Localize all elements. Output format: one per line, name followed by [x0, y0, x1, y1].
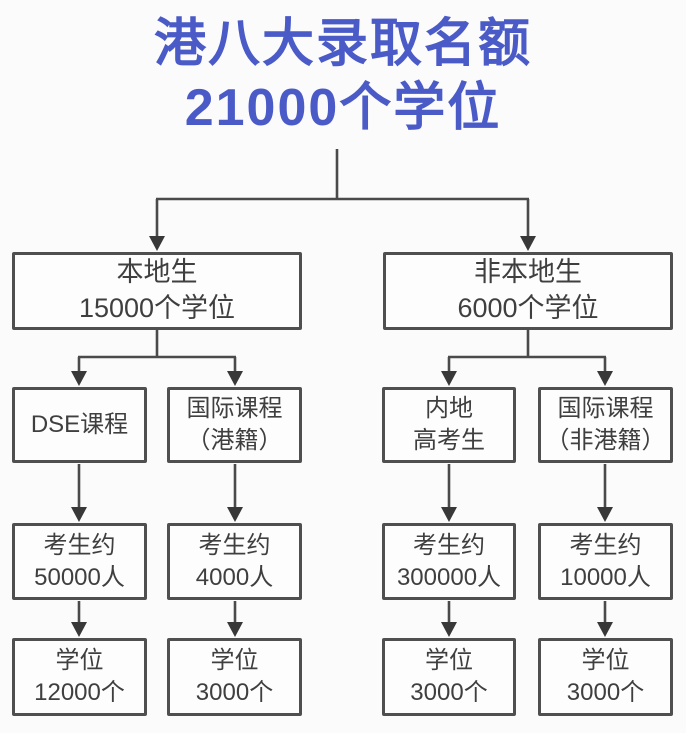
- arrowheads: [71, 236, 613, 637]
- node-intl-curriculum-nonhk-note: （非港籍）: [545, 427, 666, 454]
- node-local-students-label: 本地生: [116, 257, 198, 288]
- node-dse-curriculum: DSE课程: [12, 387, 147, 463]
- diagram-title-line1: 港八大录取名额: [153, 15, 532, 73]
- node-dse-seats-value: 12000个: [34, 679, 125, 706]
- node-mainland-gaokao-label1: 内地: [425, 395, 473, 423]
- connector-paths: [77, 149, 607, 626]
- node-nonlocal-students-label: 非本地生: [474, 257, 582, 288]
- node-intl-nonhk-seats-value: 3000个: [566, 679, 645, 706]
- node-nonlocal-students: 非本地生 6000个学位: [383, 252, 673, 330]
- node-intl-hk-candidates: 考生约 4000人: [167, 523, 302, 600]
- arrow-to-intl-hk-seats: [227, 622, 243, 637]
- node-intl-hk-candidates-value: 4000人: [195, 563, 274, 591]
- node-dse-seats-label: 学位: [55, 647, 104, 675]
- diagram-title-line2: 21000个学位: [184, 79, 502, 137]
- node-nonlocal-students-value: 6000个学位: [457, 293, 599, 323]
- node-intl-nonhk-candidates-value: 10000人: [560, 563, 651, 591]
- arrow-to-nonlocal: [520, 236, 536, 251]
- node-mainland-gaokao: 内地 高考生: [382, 387, 516, 463]
- node-intl-nonhk-seats-label: 学位: [581, 647, 630, 675]
- node-intl-nonhk-candidates-label: 考生约: [569, 531, 642, 559]
- node-intl-hk-seats-label: 学位: [210, 647, 259, 675]
- arrow-to-gaokao: [441, 371, 457, 386]
- arrow-to-intl-nonhk-seats: [597, 622, 613, 637]
- arrow-to-dse: [71, 371, 87, 386]
- node-intl-curriculum-hk-note: （港籍）: [186, 427, 283, 454]
- node-local-students-value: 15000个学位: [78, 293, 236, 323]
- node-dse-curriculum-label: DSE课程: [30, 411, 129, 439]
- node-gaokao-candidates: 考生约 300000人: [382, 523, 516, 600]
- arrow-to-gaokao-seats: [441, 622, 457, 637]
- arrow-to-dse-candidates: [71, 507, 87, 522]
- arrow-to-intl-nonhk-candidates: [597, 507, 613, 522]
- arrow-to-intl-nonhk: [597, 371, 613, 386]
- node-intl-curriculum-hk-label: 国际课程: [186, 395, 283, 423]
- node-intl-hk-seats-value: 3000个: [195, 679, 274, 706]
- arrow-to-intl-hk: [227, 371, 243, 386]
- node-intl-curriculum-hk: 国际课程 （港籍）: [167, 387, 302, 463]
- arrow-to-local: [149, 236, 165, 251]
- node-gaokao-seats: 学位 3000个: [382, 638, 516, 716]
- node-intl-hk-seats: 学位 3000个: [167, 638, 302, 716]
- arrow-to-dse-seats: [71, 622, 87, 637]
- node-gaokao-seats-value: 3000个: [410, 679, 488, 706]
- arrow-to-intl-hk-candidates: [227, 507, 243, 522]
- node-intl-hk-candidates-label: 考生约: [198, 531, 271, 559]
- node-local-students: 本地生 15000个学位: [12, 252, 302, 330]
- node-gaokao-candidates-label: 考生约: [413, 531, 485, 559]
- node-intl-curriculum-nonhk-label: 国际课程: [557, 395, 654, 423]
- node-gaokao-seats-label: 学位: [425, 647, 473, 675]
- node-intl-curriculum-nonhk: 国际课程 （非港籍）: [538, 387, 673, 463]
- node-gaokao-candidates-value: 300000人: [396, 563, 502, 591]
- diagram-title: 港八大录取名额 21000个学位: [0, 12, 686, 140]
- node-intl-nonhk-seats: 学位 3000个: [538, 638, 673, 716]
- node-intl-nonhk-candidates: 考生约 10000人: [538, 523, 673, 600]
- arrow-to-gaokao-candidates: [441, 507, 457, 522]
- node-mainland-gaokao-label2: 高考生: [413, 427, 485, 454]
- node-dse-candidates-value: 50000人: [34, 563, 125, 591]
- node-dse-seats: 学位 12000个: [12, 638, 147, 716]
- node-dse-candidates: 考生约 50000人: [12, 523, 147, 600]
- node-dse-candidates-label: 考生约: [43, 531, 116, 559]
